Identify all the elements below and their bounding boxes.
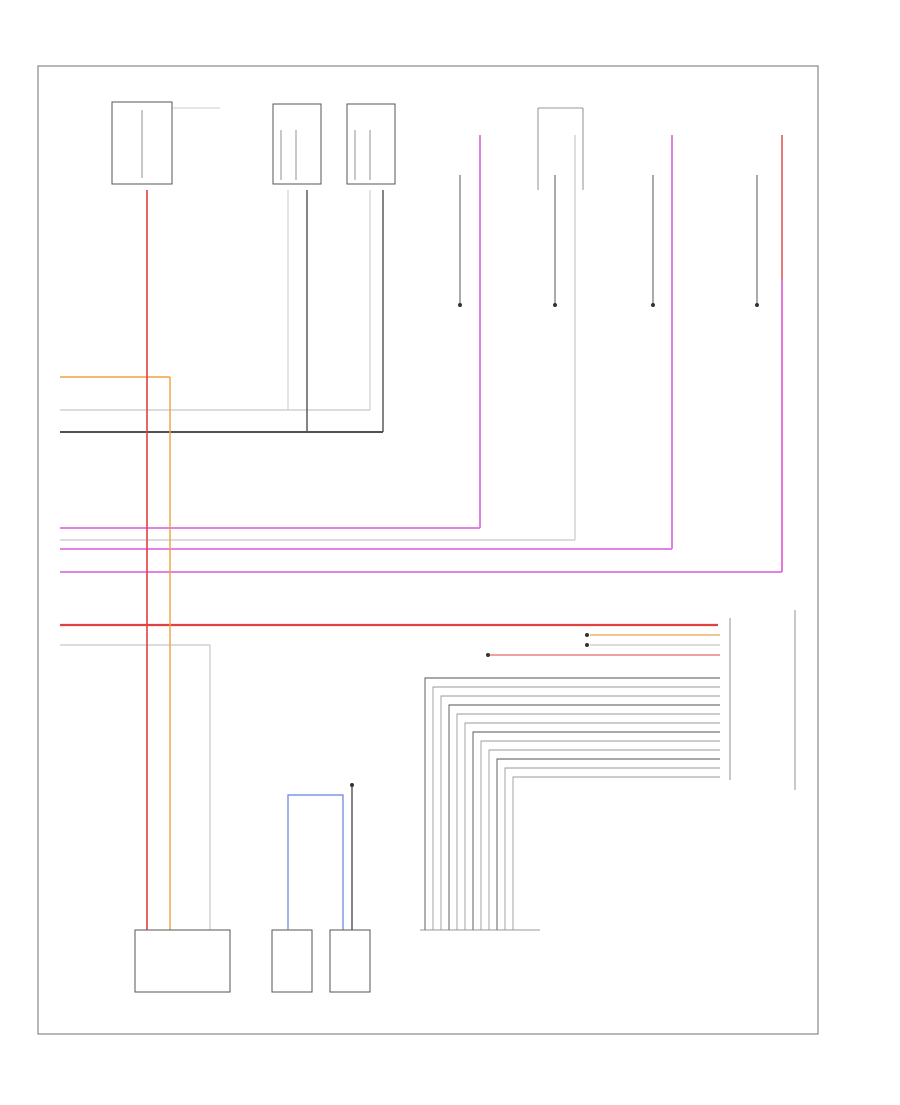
harness-wire [504, 767, 720, 930]
harness-wire [464, 722, 720, 930]
harness-wire [432, 686, 720, 930]
harness-lines [424, 677, 720, 930]
diagram-frame [37, 65, 819, 1035]
left-door-lock-switch [271, 794, 344, 993]
power-window-master-switch [486, 610, 796, 790]
bus-wires [60, 376, 782, 646]
door-lock-actuator [329, 783, 371, 993]
driver-door-module [134, 929, 231, 993]
harness-wire [512, 776, 720, 930]
passenger-seat-switch-2 [346, 103, 396, 185]
harness-wire [472, 731, 720, 930]
passenger-seat-switch-1 [272, 103, 322, 185]
harness-wire [480, 740, 720, 930]
harness-wire [424, 677, 720, 930]
passenger-window [553, 175, 557, 307]
harness-wire [496, 758, 720, 930]
driver-window [651, 175, 655, 307]
harness-wire [456, 713, 720, 930]
harness-wire [440, 695, 720, 930]
left-rear-window [458, 175, 462, 307]
right-rear-window [755, 175, 759, 307]
passenger-window-bracket [537, 107, 584, 190]
harness-wire [448, 704, 720, 930]
harness-wire [488, 749, 720, 930]
vertical-wires [146, 135, 783, 930]
fuse-block [111, 101, 220, 185]
